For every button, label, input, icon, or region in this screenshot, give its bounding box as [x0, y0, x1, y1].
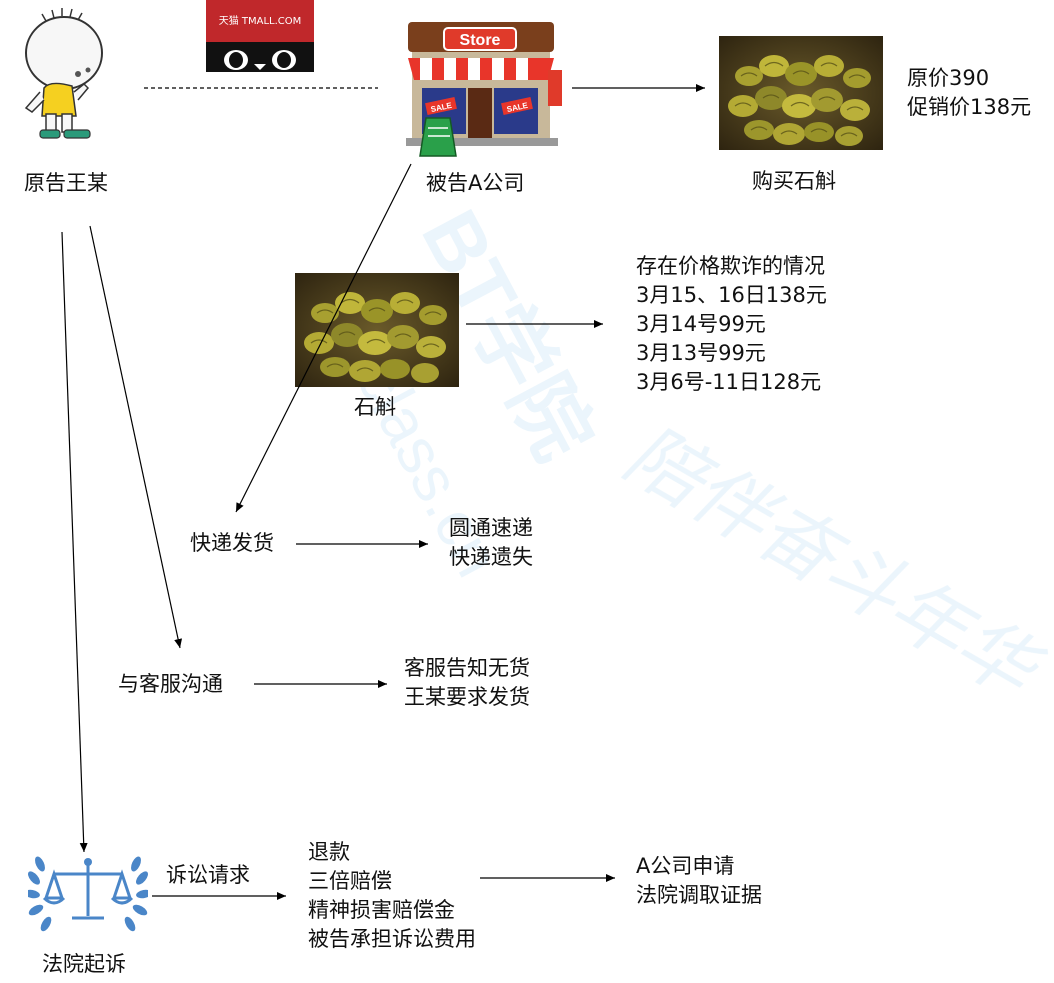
defendant-label: 被告A公司	[426, 171, 525, 195]
evidence-item: 法院调取证据	[636, 883, 762, 907]
price-list: 原价390 促销价138元	[907, 64, 1031, 122]
price-fraud-list: 存在价格欺诈的情况 3月15、16日138元 3月14号99元 3月13号99元…	[636, 252, 827, 397]
arrow-store-to-delivery	[235, 163, 412, 513]
store-sign: Store	[460, 32, 501, 49]
price-fraud-item: 3月6号-11日128元	[636, 370, 822, 394]
dendrobium-photo-product	[295, 273, 459, 387]
claim-item: 退款	[308, 840, 350, 864]
tmall-logo-text: 天猫 TMALL.COM	[219, 14, 302, 27]
service-result: 客服告知无货 王某要求发货	[404, 654, 530, 712]
court-label: 法院起诉	[42, 952, 126, 976]
price-fraud-heading: 存在价格欺诈的情况	[636, 254, 825, 278]
scales-of-justice-icon	[28, 856, 148, 932]
price-fraud-item: 3月13号99元	[636, 341, 766, 365]
price-fraud-item: 3月14号99元	[636, 312, 766, 336]
service-label: 与客服沟通	[118, 672, 223, 696]
service-reply: 客服告知无货	[404, 656, 530, 680]
claim-item: 精神损害赔偿金	[308, 898, 455, 922]
store-icon: Store SALE SALE	[406, 22, 562, 157]
claim-list: 退款 三倍赔偿 精神损害赔偿金 被告承担诉讼费用	[308, 838, 476, 954]
product-label: 石斛	[354, 395, 396, 419]
tmall-logo: 天猫 TMALL.COM	[206, 0, 314, 72]
purchase-label: 购买石斛	[752, 169, 836, 193]
delivery-result: 圆通速递 快递遗失	[449, 514, 533, 572]
promo-price: 促销价138元	[907, 95, 1032, 119]
plaintiff-label: 原告王某	[24, 171, 108, 195]
delivery-status: 快递遗失	[449, 545, 533, 569]
delivery-courier: 圆通速递	[449, 516, 533, 540]
arrow-plaintiff-to-court	[61, 231, 88, 853]
store-sale-badge-left: SALE	[430, 101, 453, 114]
dendrobium-photo-purchase	[719, 36, 883, 150]
store-sale-badge-right: SALE	[506, 101, 529, 114]
claim-item: 三倍赔偿	[308, 869, 392, 893]
price-fraud-item: 3月15、16日138元	[636, 283, 827, 307]
evidence-list: A公司申请 法院调取证据	[636, 852, 762, 910]
service-request: 王某要求发货	[404, 685, 530, 709]
plaintiff-avatar	[24, 8, 103, 139]
original-price: 原价390	[907, 66, 990, 90]
evidence-item: A公司申请	[636, 854, 735, 878]
claim-label: 诉讼请求	[166, 863, 250, 887]
delivery-label: 快递发货	[190, 531, 274, 555]
claim-item: 被告承担诉讼费用	[308, 927, 476, 951]
arrow-plaintiff-to-service	[89, 225, 183, 649]
